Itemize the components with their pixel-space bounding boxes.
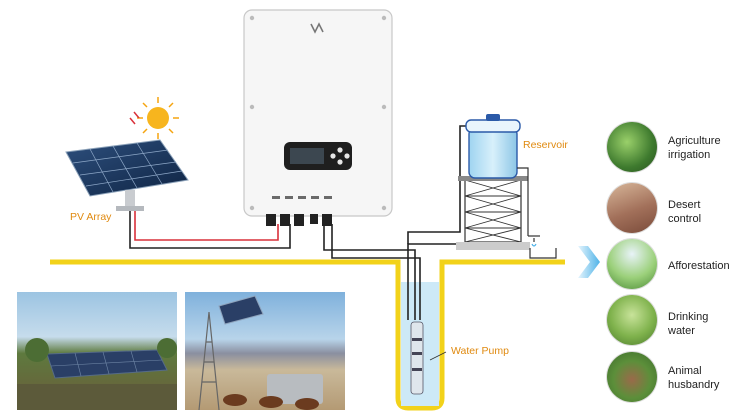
outlet-pipe-and-tap bbox=[517, 167, 557, 259]
inverter-connectors bbox=[266, 214, 332, 226]
application-label-afforestation: Afforestation bbox=[668, 260, 730, 272]
submersible-pump bbox=[410, 321, 447, 395]
solar-field-photo bbox=[17, 292, 177, 410]
wiring bbox=[129, 125, 475, 320]
inverter-lcd-screen bbox=[290, 148, 324, 164]
ground-line bbox=[50, 259, 565, 411]
solar-pump-farm-photo bbox=[185, 292, 345, 410]
desert-control-photo bbox=[607, 183, 657, 233]
animal-husbandry-photo bbox=[607, 352, 657, 402]
sun-icon bbox=[129, 97, 179, 139]
brand-logo bbox=[310, 22, 324, 34]
solar-pump-inverter bbox=[243, 9, 393, 226]
reservoir-tower bbox=[456, 176, 530, 250]
water-pump-label: Water Pump bbox=[451, 345, 509, 357]
agriculture-irrigation-photo bbox=[607, 122, 657, 172]
drinking-water-photo bbox=[607, 295, 657, 345]
pv-array-label: PV Array bbox=[70, 211, 112, 223]
afforestation-photo bbox=[607, 239, 657, 289]
pv-array-panel bbox=[65, 139, 189, 211]
water-tank bbox=[465, 114, 521, 179]
reservoir-label: Reservoir bbox=[523, 139, 568, 151]
output-arrow-icon bbox=[578, 246, 600, 278]
